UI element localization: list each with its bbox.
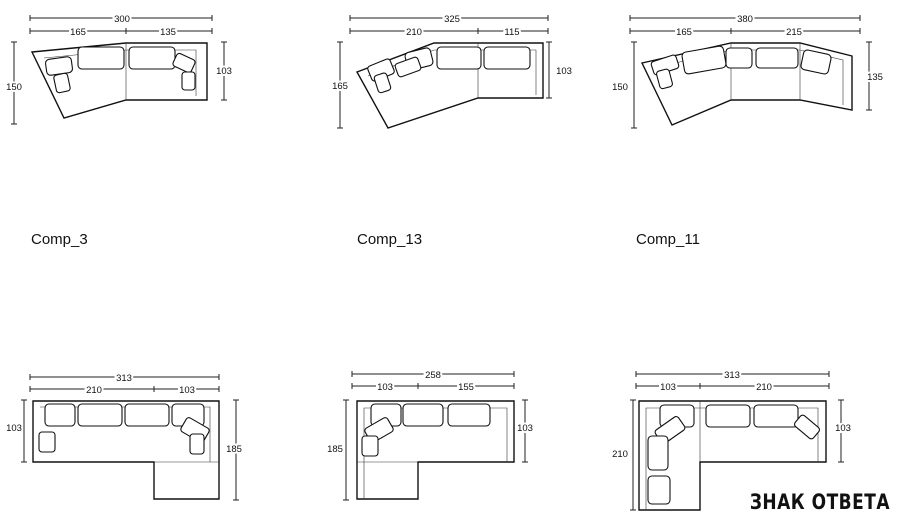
comp3-label: Comp_3 bbox=[31, 231, 88, 248]
b3-b-dim: 210 bbox=[756, 382, 772, 393]
comp13-label: Comp_13 bbox=[357, 231, 423, 248]
c13-a-dim: 210 bbox=[406, 27, 422, 38]
c3-left-dim: 150 bbox=[6, 82, 22, 93]
comp11-label: Comp_11 bbox=[636, 231, 700, 248]
sofa-313-right-plan bbox=[629, 370, 845, 511]
b3-right-dim: 103 bbox=[835, 423, 851, 434]
c13-b-dim: 115 bbox=[504, 27, 519, 38]
b1-right-dim: 185 bbox=[226, 444, 242, 455]
b2-left-dim: 185 bbox=[327, 444, 343, 455]
comp11-dimensions bbox=[629, 14, 873, 129]
comp11-plan bbox=[629, 14, 873, 129]
sofa-313-left-cushions bbox=[38, 403, 210, 455]
sofa-313-right-cushions bbox=[647, 404, 821, 505]
watermark-logo: ЗНАК ОТВЕТА bbox=[749, 490, 890, 515]
comp11-cushions bbox=[650, 45, 832, 90]
b1-left-dim: 103 bbox=[6, 423, 22, 434]
comp13-dimensions bbox=[336, 14, 553, 129]
c3-b-dim: 135 bbox=[160, 27, 176, 38]
b2-right-dim: 103 bbox=[517, 423, 533, 434]
c13-total-dim: 325 bbox=[444, 14, 460, 25]
sofa-258-plan bbox=[342, 370, 529, 501]
b2-total-dim: 258 bbox=[425, 370, 441, 381]
c11-right-dim: 135 bbox=[867, 72, 883, 83]
comp13-cushions bbox=[367, 46, 531, 94]
c13-right-dim: 103 bbox=[556, 66, 572, 77]
b1-total-dim: 313 bbox=[116, 373, 132, 384]
c11-total-dim: 380 bbox=[737, 14, 753, 25]
sofa-313-left-dimensions bbox=[20, 373, 240, 501]
b3-left-dim: 210 bbox=[612, 449, 628, 460]
comp3-plan bbox=[10, 14, 228, 125]
b1-a-dim: 210 bbox=[86, 385, 102, 396]
sofa-258-cushions bbox=[361, 403, 491, 457]
b2-b-dim: 155 bbox=[458, 382, 474, 393]
c11-left-dim: 150 bbox=[612, 82, 628, 93]
b2-a-dim: 103 bbox=[377, 382, 393, 393]
c3-a-dim: 165 bbox=[70, 27, 86, 38]
comp13-plan bbox=[336, 14, 553, 129]
b1-b-dim: 103 bbox=[179, 385, 195, 396]
c11-b-dim: 215 bbox=[786, 27, 802, 38]
c13-left-dim: 165 bbox=[332, 81, 348, 92]
comp3-dimensions bbox=[10, 14, 228, 125]
sofa-313-right-dimensions bbox=[629, 370, 845, 511]
comp3-cushions bbox=[44, 46, 196, 94]
c3-total-dim: 300 bbox=[114, 14, 130, 25]
sofa-258-dimensions bbox=[342, 370, 529, 501]
dimension-labels: 300 165 135 150 103 325 210 115 165 103 … bbox=[4, 12, 885, 460]
b3-a-dim: 103 bbox=[660, 382, 676, 393]
c11-a-dim: 165 bbox=[676, 27, 692, 38]
b3-total-dim: 313 bbox=[724, 370, 740, 381]
sofa-313-left-plan bbox=[20, 373, 240, 501]
c3-right-dim: 103 bbox=[216, 66, 232, 77]
